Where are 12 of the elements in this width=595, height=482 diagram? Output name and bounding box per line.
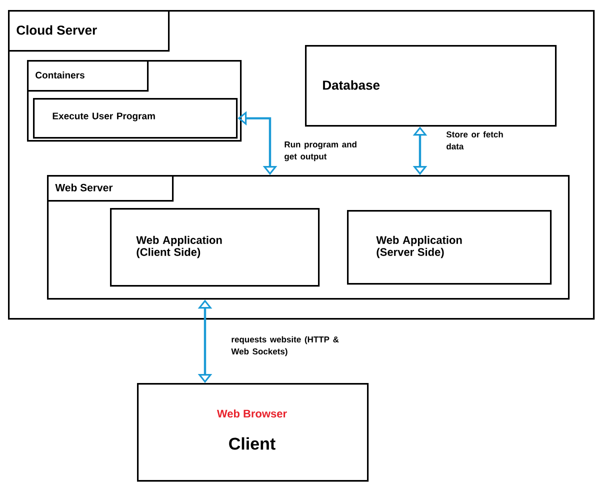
- edge-label: requests website (HTTP & Web Sockets): [231, 336, 339, 356]
- node-label: Web Application (Server Side): [376, 236, 462, 258]
- heading-tab: Containers: [27, 60, 149, 92]
- edge-label: Run program and get output: [284, 141, 356, 162]
- node-label: Client: [229, 437, 276, 450]
- edge-label: Store or fetch data: [446, 131, 503, 150]
- node-label: Web Application (Client Side): [136, 236, 222, 258]
- heading-tab: Cloud Server: [8, 10, 170, 52]
- node-label: Execute User Program: [52, 112, 155, 122]
- node-label: Database: [323, 80, 380, 90]
- heading-tab: Web Server: [47, 175, 174, 202]
- subtitle: Web Browser: [216, 409, 287, 418]
